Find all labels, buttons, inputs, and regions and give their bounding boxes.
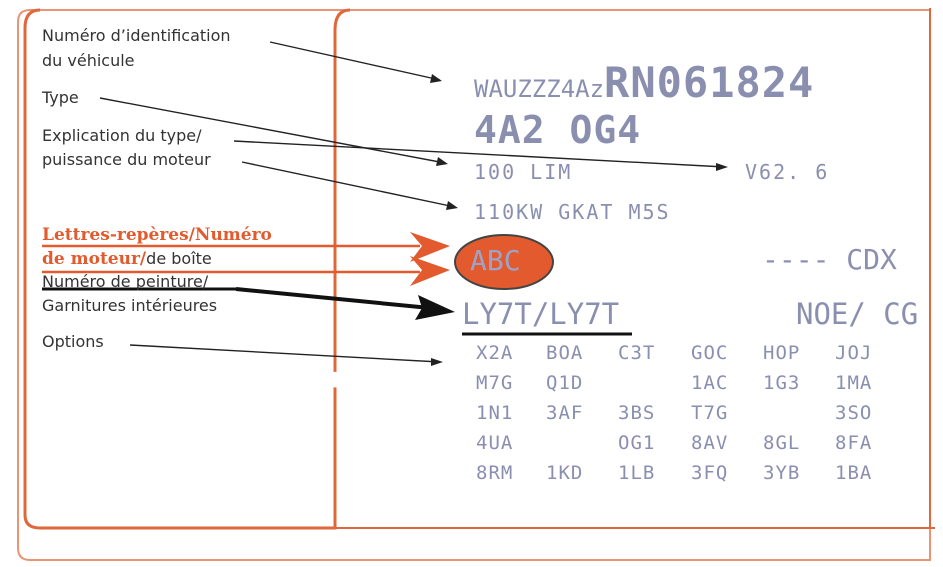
plate-vin-serial: RN061824 bbox=[604, 58, 815, 107]
option-code: 1G3 bbox=[763, 372, 801, 394]
pointer-type bbox=[99, 97, 446, 164]
option-code: BOA bbox=[546, 342, 584, 364]
option-code: 8GL bbox=[763, 432, 801, 454]
abc-ellipse bbox=[454, 234, 554, 290]
option-code: T7G bbox=[691, 402, 729, 424]
option-code: 1N1 bbox=[476, 402, 514, 424]
label-lettres-line2: de moteur/de boîte bbox=[42, 248, 212, 270]
option-code: 3YB bbox=[763, 462, 801, 484]
pointer-vin-head bbox=[430, 74, 442, 83]
label-lettres-line1: Lettres-repères/Numéro bbox=[42, 225, 272, 245]
option-code: 1KD bbox=[546, 462, 584, 484]
label-explication-line1: Explication du type/ bbox=[42, 126, 202, 145]
plate-trim-code: NOE/ CG bbox=[796, 297, 919, 331]
option-code: 1LB bbox=[618, 462, 656, 484]
option-code: X2A bbox=[476, 342, 514, 364]
option-code: 1AC bbox=[691, 372, 729, 394]
option-code: 1BA bbox=[835, 462, 873, 484]
pointer-options-head bbox=[431, 358, 443, 366]
label-peinture-line2: Garnitures intérieures bbox=[42, 296, 218, 315]
option-code: 8FA bbox=[835, 432, 873, 454]
pointer-vin bbox=[269, 41, 441, 81]
pointer-type-head bbox=[436, 157, 448, 166]
black-arrow-line bbox=[235, 287, 431, 310]
option-code: 8RM bbox=[476, 462, 514, 484]
pointer-puissance-head bbox=[446, 201, 458, 210]
plate-model: 100 LIM bbox=[474, 160, 573, 184]
plate-model-code: V62. 6 bbox=[745, 160, 830, 184]
option-code: OG1 bbox=[618, 432, 656, 454]
option-code: GOC bbox=[691, 342, 729, 364]
label-peinture-line1: Numéro de peinture/ bbox=[42, 272, 209, 291]
option-code: 4UA bbox=[476, 432, 514, 454]
pointer-puissance bbox=[241, 161, 456, 208]
pointer-explication-head bbox=[716, 163, 728, 171]
orange-arrow-2 bbox=[410, 256, 450, 286]
plate-engine-info: 110KW GKAT M5S bbox=[474, 200, 671, 224]
label-options: Options bbox=[42, 332, 104, 351]
plate-engine-letters: ABC bbox=[470, 244, 521, 277]
plate-type-code: 4A2 OG4 bbox=[474, 108, 642, 152]
pointer-explication bbox=[233, 140, 726, 168]
plate-vin-prefix: WAUZZZ4Az bbox=[474, 75, 605, 103]
plate-vin: WAUZZZ4AzRN061824 bbox=[474, 58, 814, 117]
left-panel-border bbox=[23, 8, 351, 530]
orange-arrow-1 bbox=[410, 232, 450, 262]
option-code: 3AF bbox=[546, 402, 584, 424]
option-code: 8AV bbox=[691, 432, 729, 454]
option-code: Q1D bbox=[546, 372, 584, 394]
black-arrow-head bbox=[415, 295, 455, 320]
label-lettres-bold: de moteur/ bbox=[42, 249, 147, 269]
option-code: M7G bbox=[476, 372, 514, 394]
option-code: 1MA bbox=[835, 372, 873, 394]
pointer-options bbox=[129, 344, 441, 363]
label-vin-line2: du véhicule bbox=[42, 51, 135, 70]
label-type: Type bbox=[42, 88, 79, 107]
outer-frame bbox=[17, 9, 931, 561]
label-vin-line1: Numéro d’identification bbox=[42, 26, 231, 45]
label-lettres-rest: de boîte bbox=[146, 249, 212, 268]
option-code: HOP bbox=[763, 342, 801, 364]
option-code: 3BS bbox=[618, 402, 656, 424]
label-explication-line2: puissance du moteur bbox=[42, 150, 211, 169]
plate-gearbox-letters: ---- CDX bbox=[762, 243, 897, 276]
option-code: 3SO bbox=[835, 402, 873, 424]
plate-paint-code: LY7T/LY7T bbox=[462, 297, 620, 331]
option-code: C3T bbox=[618, 342, 656, 364]
option-code: 3FQ bbox=[691, 462, 729, 484]
option-code: JOJ bbox=[835, 342, 873, 364]
paper-streak bbox=[230, 370, 760, 405]
